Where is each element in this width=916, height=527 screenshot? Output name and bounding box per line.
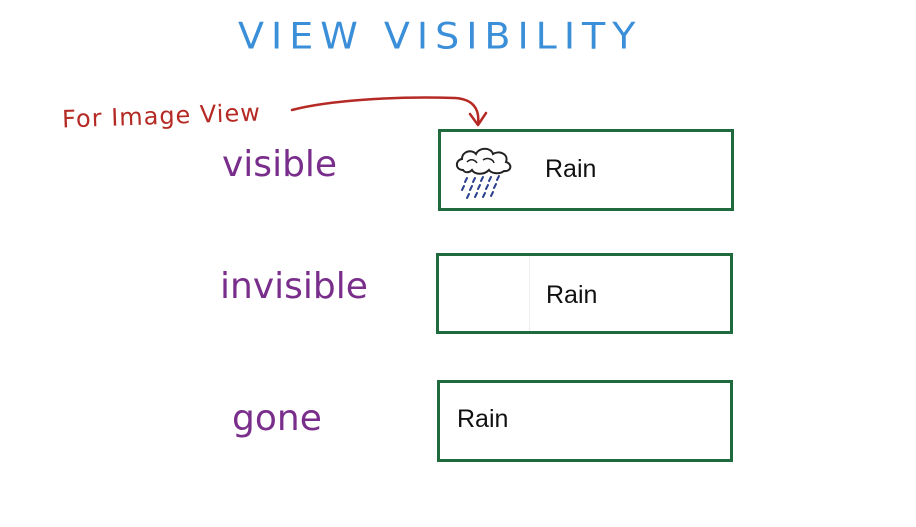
view-text-visible: Rain	[545, 155, 597, 183]
view-box-gone: Rain	[437, 380, 733, 462]
state-label-gone: gone	[232, 398, 322, 439]
invisible-image-placeholder	[439, 256, 530, 331]
diagram-title: VIEW VISIBILITY	[238, 15, 643, 57]
view-box-visible: Rain	[438, 129, 734, 211]
view-text-gone: Rain	[457, 405, 509, 433]
state-label-invisible: invisible	[220, 266, 368, 307]
view-text-invisible: Rain	[546, 281, 598, 309]
rain-cloud-icon	[453, 144, 515, 202]
annotation-label: For Image View	[61, 98, 262, 134]
view-box-invisible: Rain	[436, 253, 733, 334]
state-label-visible: visible	[222, 144, 338, 185]
